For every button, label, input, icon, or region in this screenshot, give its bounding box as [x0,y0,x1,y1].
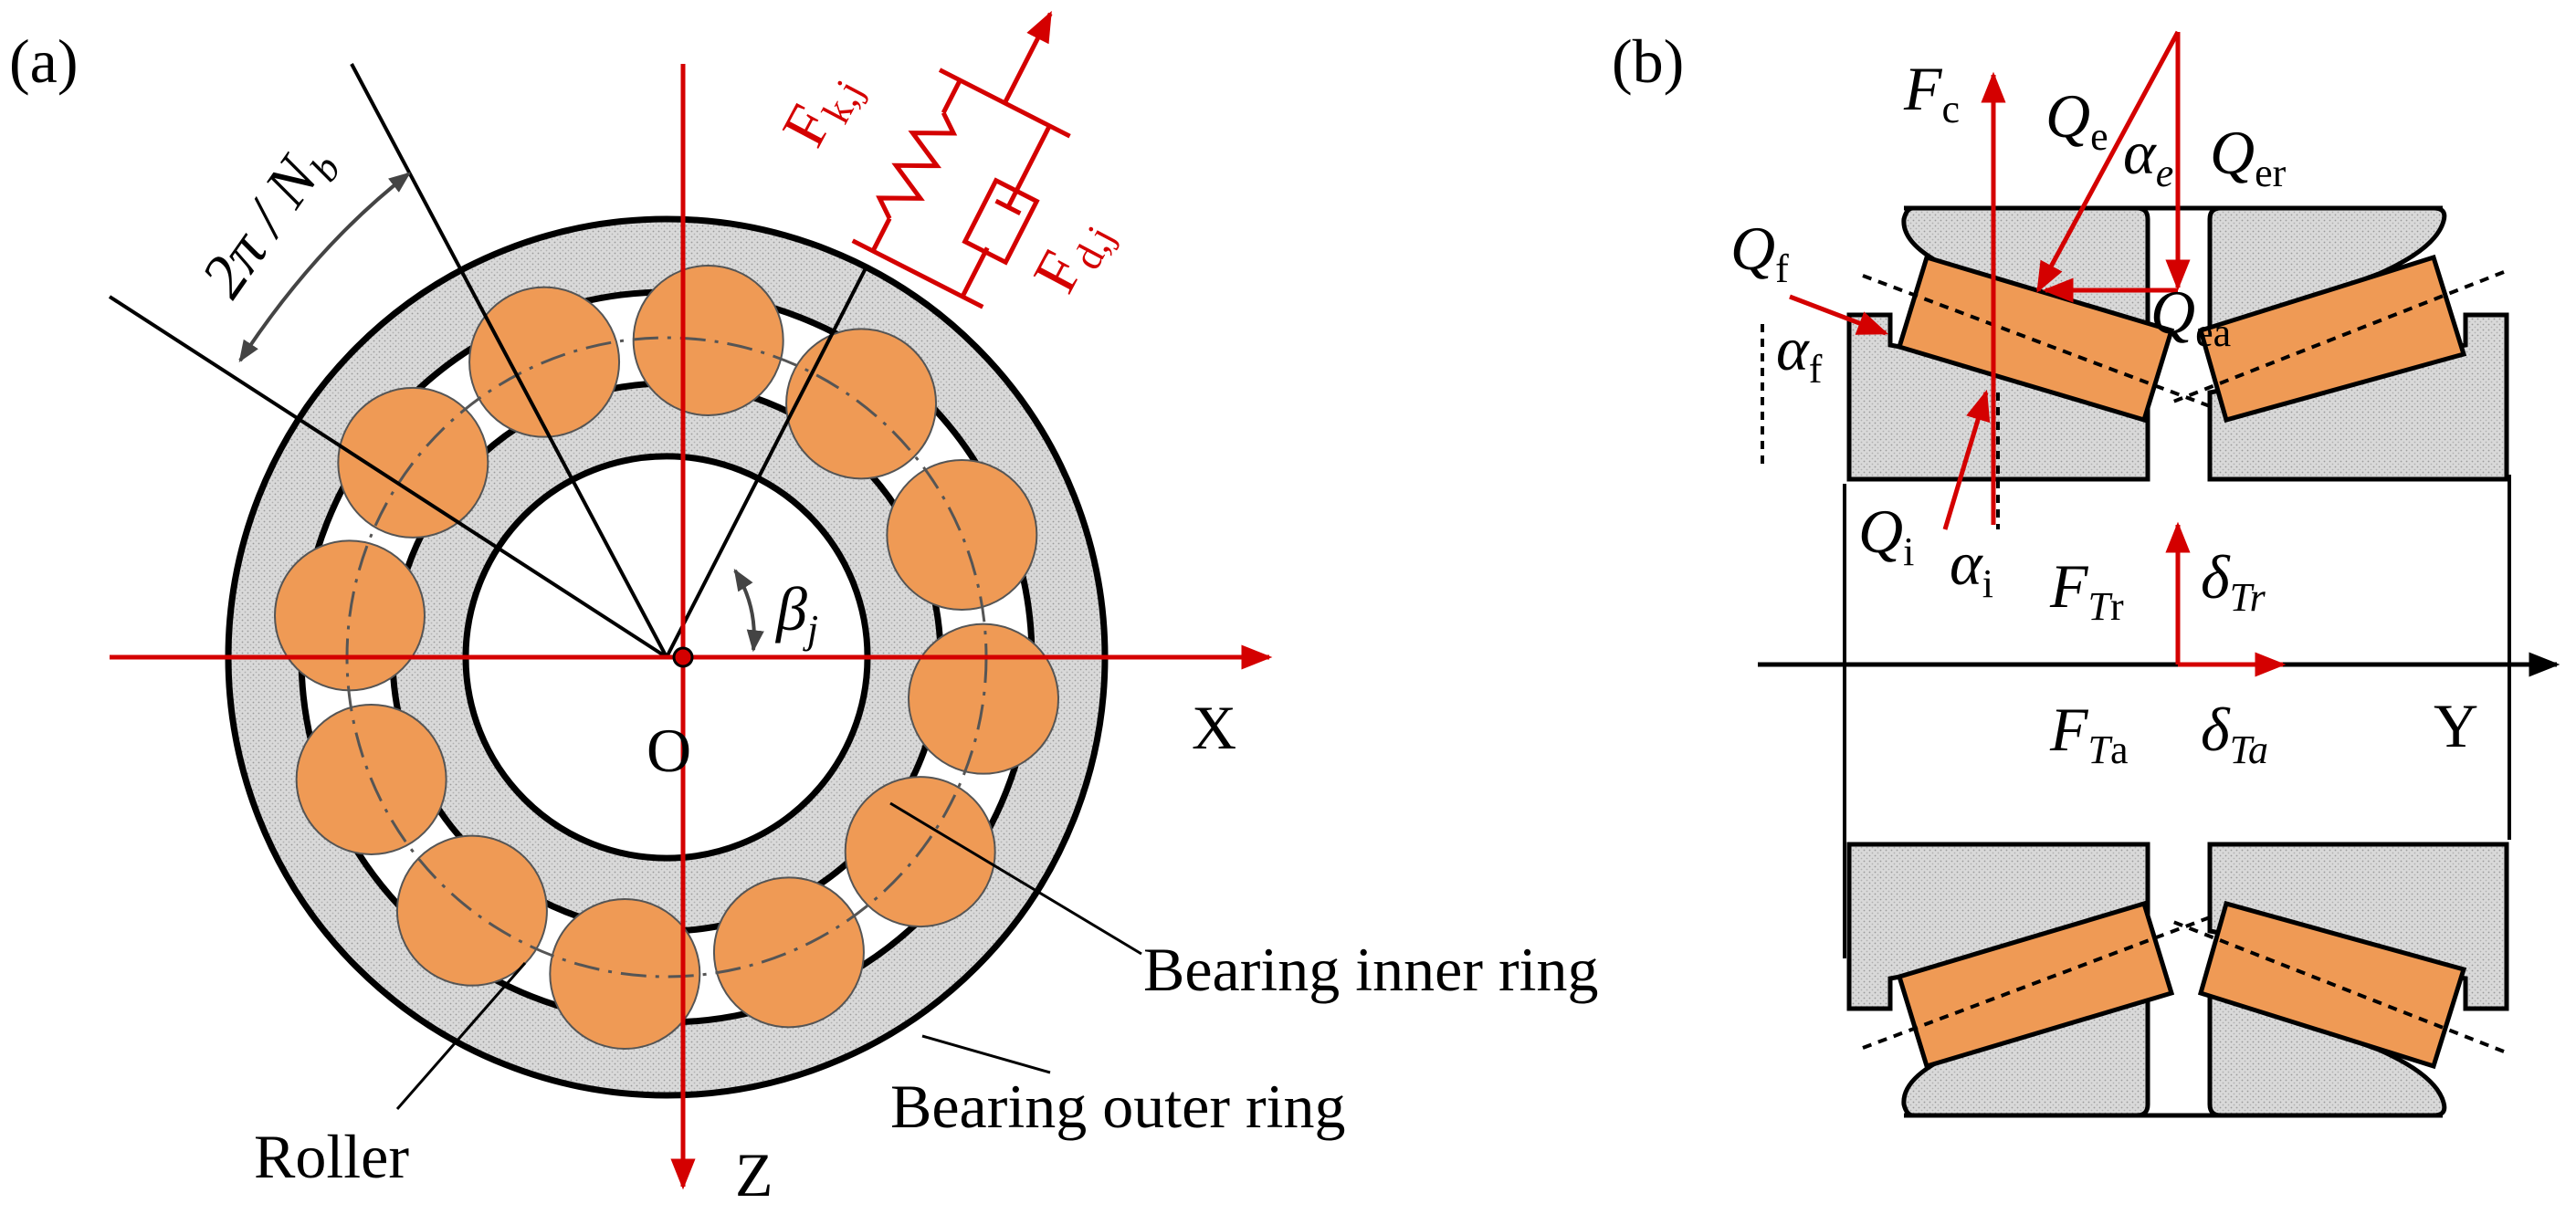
fk-label: Fk,j [768,58,872,161]
beta-label: βj [774,574,818,652]
roller-8 [395,834,548,987]
dta-label: δTa [2201,695,2268,772]
top-left-roller-axis [1862,274,2211,408]
roller-radial-line [665,264,869,658]
svg-text:Fd,j: Fd,j [1019,204,1123,307]
angle-ref-line-1 [350,63,668,658]
panel-a-label: (a) [9,26,78,96]
roller-3 [886,459,1038,612]
roller-label: Roller [254,1122,409,1191]
bottom-left-roller-axis [1862,916,2211,1050]
dtr-label: δTr [2201,542,2266,620]
roller-11 [337,386,489,539]
qi-label: Qi [1858,497,1914,574]
roller-set [273,264,1060,1051]
bottom-right-cup [2207,984,2447,1118]
alpha-e-label: αe [2123,118,2173,195]
alpha-i-label: αi [1950,529,1993,606]
roller-6 [712,876,865,1029]
beta-arc [733,568,764,653]
panel-a: (a) 2π / Nb O X Z βj [9,10,1599,1209]
bottom-right-roller-axis [2172,920,2505,1053]
top-right-roller-axis [2172,270,2505,403]
outer-ring-label: Bearing outer ring [890,1072,1346,1141]
spring-damper-arrow [1003,10,1053,105]
qe-arrow [2035,30,2181,293]
outer-ring-leader [921,1034,1051,1074]
spring-damper [851,10,1071,309]
roller-leader [395,962,527,1110]
angle-ref-line-2 [108,295,668,659]
y-axis-label: Y [2434,691,2478,760]
z-axis-label: Z [735,1140,773,1209]
fta-label: FTa [2049,695,2129,772]
qf-label: Qf [1730,214,1789,291]
pitch-angle-arc [238,172,411,363]
roller-4 [908,623,1060,775]
fd-label: Fd,j [1019,204,1123,307]
qer-label: Qer [2210,118,2287,195]
inner-ring-label: Bearing inner ring [1143,935,1599,1004]
qea-label: Qea [2150,277,2231,355]
qf-arrow [1789,294,1889,336]
svg-text:Fk,j: Fk,j [768,58,872,161]
inner-ring-leader [889,801,1142,956]
roller-1 [632,264,784,416]
panel-b: (b) Y [1612,26,2560,1118]
x-axis-label: X [1192,693,1236,762]
qi-arrow [1942,389,1991,530]
panel-b-label: (b) [1612,26,1684,96]
fc-label: Fc [1903,54,1960,131]
top-right-cup [2207,205,2447,340]
alpha-f-label: αf [1776,314,1823,392]
origin-label: O [647,716,691,785]
origin-point [672,646,694,668]
svg-text:2π / Nb: 2π / Nb [187,129,350,314]
qe-label: Qe [2045,81,2108,159]
ftr-label: FTr [2049,551,2124,629]
pitch-angle-label: 2π / Nb [187,129,350,314]
